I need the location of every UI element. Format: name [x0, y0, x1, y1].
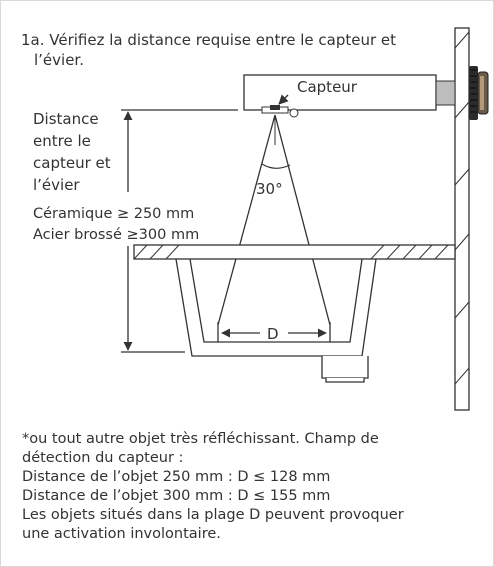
- material-requirements: Céramique ≥ 250 mm Acier brossé ≥300 mm: [33, 206, 199, 243]
- distance-label-line: l’évier: [33, 176, 80, 194]
- distance-label-line: Distance: [33, 110, 99, 128]
- note-line: *ou tout autre objet très réfléchissant.…: [22, 431, 379, 447]
- distance-label-line: capteur et: [33, 154, 111, 172]
- note-line: détection du capteur :: [22, 450, 184, 466]
- note-line: Distance de l’objet 300 mm : D ≤ 155 mm: [22, 488, 331, 504]
- instruction-heading-line-1: 1a. Vérifiez la distance requise entre l…: [21, 31, 397, 49]
- material-ceramic: Céramique ≥ 250 mm: [33, 206, 194, 222]
- d-label: D: [267, 325, 279, 343]
- sensor-housing: [243, 74, 437, 118]
- sensor-distance-diagram: Capteur 30°: [33, 27, 489, 411]
- countertop: [133, 244, 456, 260]
- wall: [454, 27, 470, 411]
- d-dimension: [217, 322, 331, 342]
- instruction-heading-line-2: l’évier.: [34, 51, 84, 69]
- cone-angle-label: 30°: [256, 180, 283, 198]
- sink-basin: [175, 258, 377, 383]
- distance-label-line: entre le: [33, 132, 91, 150]
- note-line: Distance de l’objet 250 mm : D ≤ 128 mm: [22, 469, 331, 485]
- detection-cone: [217, 114, 331, 326]
- notes-block: *ou tout autre objet très réfléchissant.…: [22, 430, 482, 544]
- material-steel: Acier brossé ≥300 mm: [33, 227, 199, 243]
- distance-label: Distance entre le capteur et l’évier: [33, 110, 111, 194]
- wall-connector: [435, 66, 489, 120]
- note-line: Les objets situés dans la plage D peuven…: [22, 507, 404, 523]
- note-line: une activation involontaire.: [22, 526, 221, 542]
- sensor-label: Capteur: [297, 78, 358, 96]
- distance-arrow: [121, 109, 238, 353]
- wall-hatching: [454, 31, 470, 385]
